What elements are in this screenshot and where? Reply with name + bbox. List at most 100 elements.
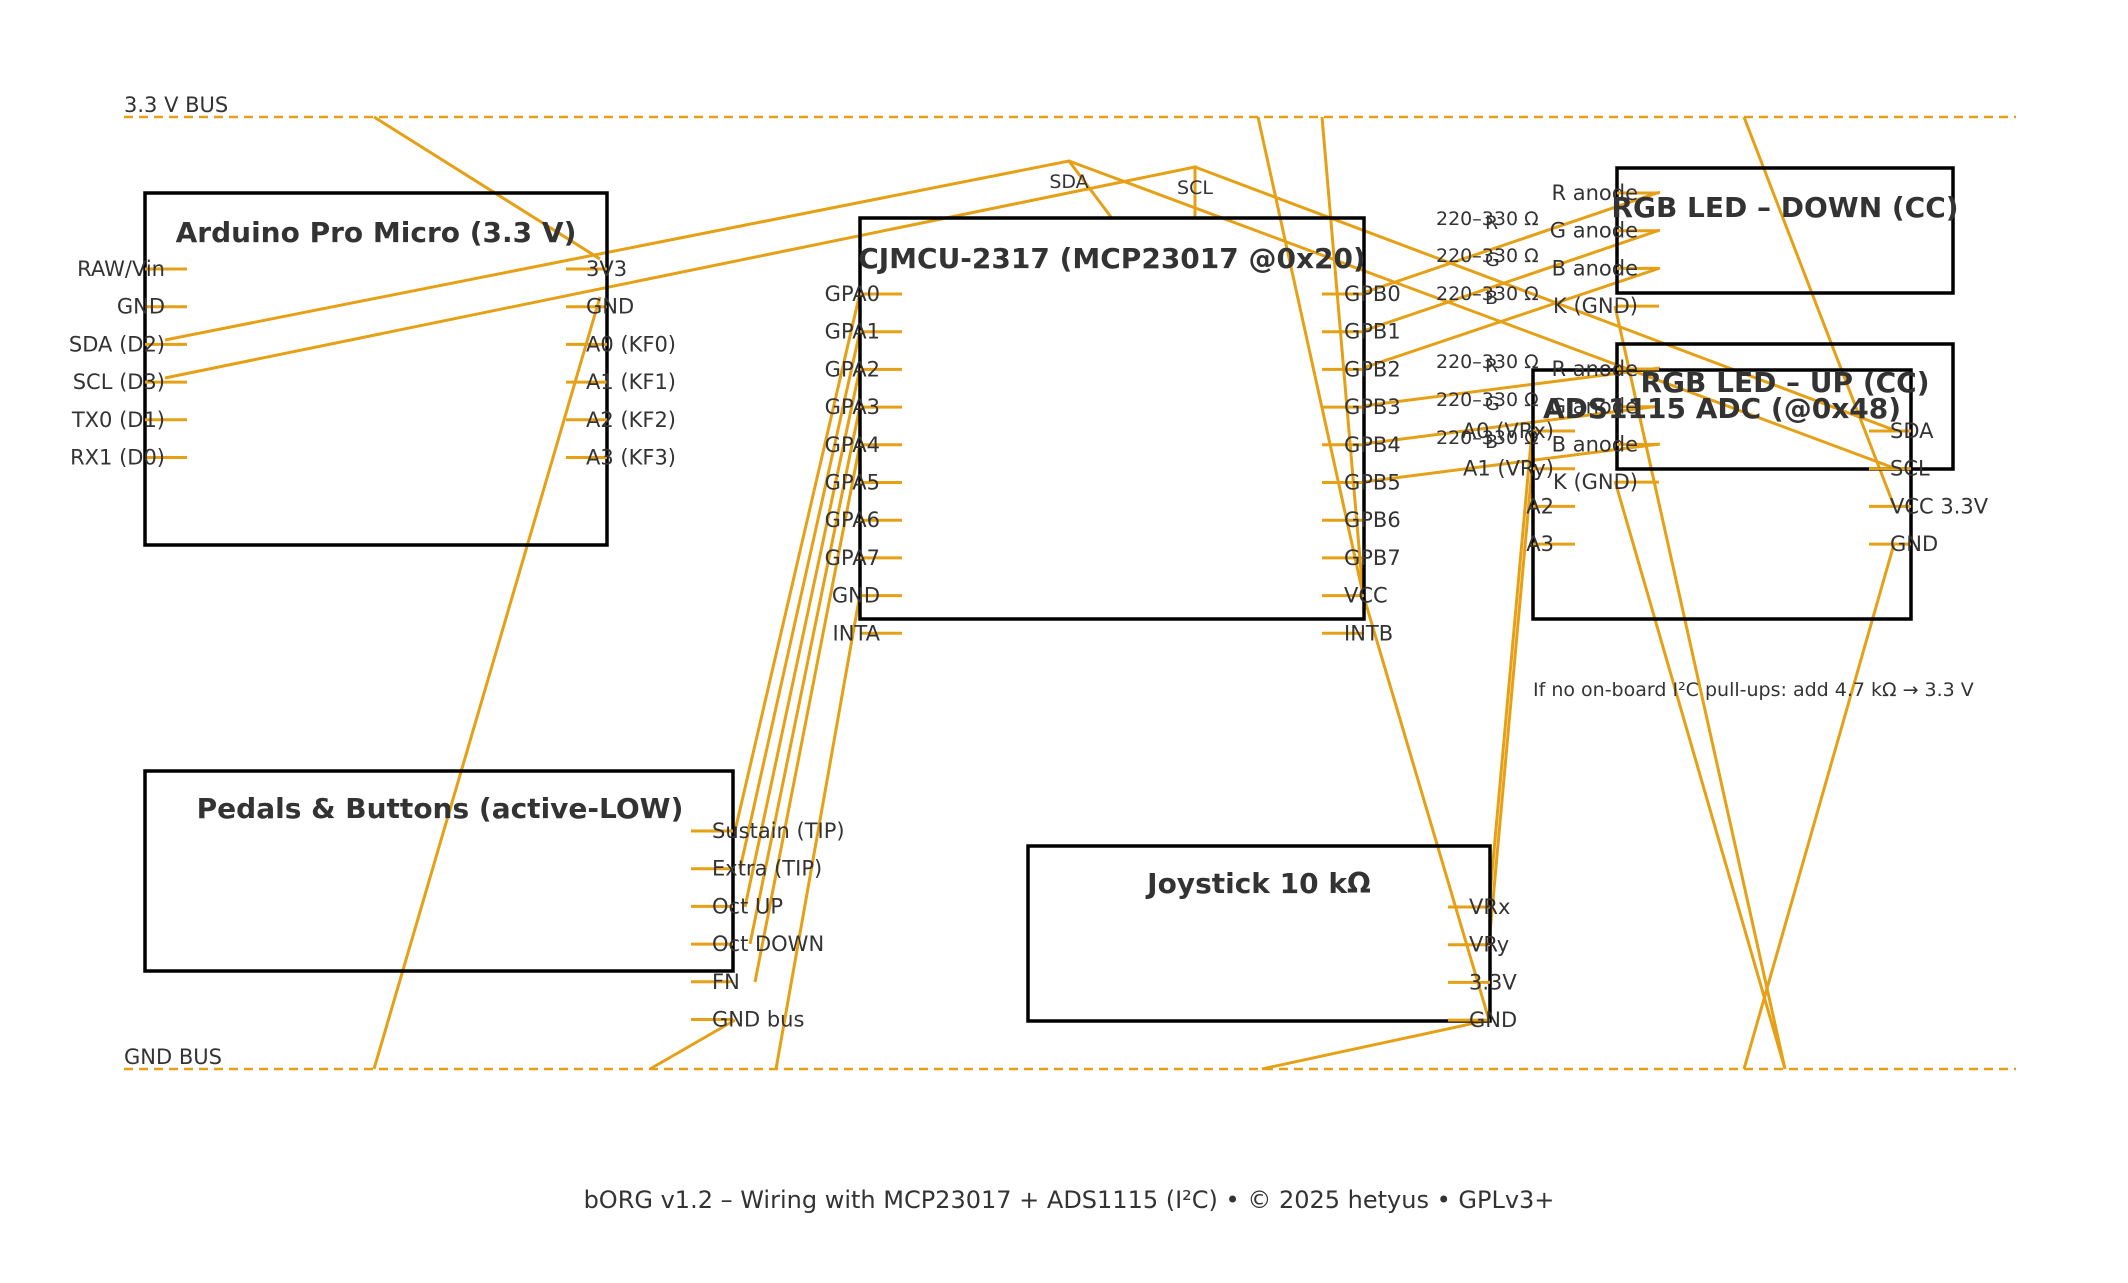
pedals-pin-label-2: Oct UP (712, 894, 783, 918)
resistor-value-4: 220–330 Ω (1436, 389, 1539, 411)
mcp-right-label-7: GPB7 (1344, 546, 1401, 570)
ads-right-label-0: SDA (1890, 419, 1934, 443)
wire-gpa2-octup (743, 367, 862, 908)
resistor-value-3: 220–330 Ω (1436, 351, 1539, 373)
wire-gpa1-extra (738, 330, 862, 870)
pedals-pin-label-0: Sustain (TIP) (712, 819, 845, 843)
led-down-box (1615, 166, 1955, 295)
ads-left-label-3: A3 (1526, 532, 1554, 556)
wire-gpb4-up-g (1362, 404, 1661, 446)
ads-right-label-1: SCL (1890, 457, 1930, 481)
joystick-pin-label-0: VRx (1469, 895, 1510, 919)
wire-pedals-gnd (649, 1018, 736, 1071)
joystick-box (1026, 844, 1492, 1023)
pedals-box (143, 769, 735, 973)
arduino-right-label-2: A0 (KF0) (586, 332, 676, 356)
pedals-title: Pedals & Buttons (active-LOW) (197, 792, 684, 825)
pedals-pin-label-3: Oct DOWN (712, 932, 824, 956)
pedals-pin-label-1: Extra (TIP) (712, 857, 822, 881)
wire-ads-vcc (1742, 116, 1896, 507)
led-up-title: RGB LED – UP (CC) (1640, 366, 1929, 399)
pullup-note: If no on-board I²C pull-ups: add 4.7 kΩ … (1533, 679, 1974, 701)
resistor-channel-4: G (1485, 393, 1500, 415)
mcp-left-label-6: GPA6 (825, 508, 880, 532)
ads-left-label-1: A1 (VRy) (1463, 457, 1554, 481)
resistor-channel-2: B (1485, 287, 1498, 309)
led-down-pin-label-2: B anode (1552, 256, 1638, 280)
mcp-left-label-3: GPA3 (825, 395, 880, 419)
led-down-title: RGB LED – DOWN (CC) (1611, 191, 1958, 224)
arduino-title: Arduino Pro Micro (3.3 V) (176, 216, 577, 249)
mcp-title: CJMCU-2317 (MCP23017 @0x20) (858, 242, 1366, 275)
wire-joystick-gnd (1261, 1018, 1490, 1071)
resistor-value-0: 220–330 Ω (1436, 208, 1539, 230)
wire-gpb3-up-r (1362, 366, 1661, 408)
wire-gpb2-down-b (1362, 266, 1661, 370)
led-up-pin-label-1: G anode (1550, 395, 1638, 419)
power-bus-label: 3.3 V BUS (124, 93, 228, 117)
wire-gpa0-sustain (733, 292, 862, 832)
resistor-channel-5: B (1485, 431, 1498, 453)
mcp-left-label-1: GPA1 (825, 320, 880, 344)
led-up-pin-label-3: K (GND) (1553, 470, 1638, 494)
wire-gpb5-up-b (1362, 442, 1661, 484)
wire-led-down-gnd (1613, 305, 1787, 1070)
arduino-right-label-4: A2 (KF2) (586, 408, 676, 432)
mcp-right-label-8: VCC (1344, 584, 1388, 608)
arduino-right-label-5: A3 (KF3) (586, 446, 676, 470)
led-down-pin-label-3: K (GND) (1553, 294, 1638, 318)
arduino-right-label-3: A1 (KF1) (586, 370, 676, 394)
wire-mcp-gnd (774, 593, 862, 1070)
wire-led-up-gnd (1613, 480, 1787, 1070)
wire-gnd-arduino (372, 296, 602, 1070)
mcp-left-label-4: GPA4 (825, 433, 880, 457)
arduino-left-label-2: SDA (D2) (69, 332, 165, 356)
ads-right-label-3: GND (1890, 532, 1938, 556)
wire-sda-ads (1068, 159, 1895, 470)
mcp-right-label-9: INTB (1344, 621, 1393, 645)
arduino-left-label-4: TX0 (D1) (71, 408, 165, 432)
mcp-left-label-7: GPA7 (825, 546, 880, 570)
led-up-pin-label-2: B anode (1552, 432, 1638, 456)
wire-vry-a1 (1487, 468, 1534, 945)
ground-bus-label: GND BUS (124, 1045, 222, 1069)
resistor-channel-1: G (1485, 249, 1500, 271)
mcp-right-label-2: GPB2 (1344, 357, 1401, 381)
scl-label: SCL (1177, 177, 1213, 199)
mcp-right-label-5: GPB5 (1344, 471, 1401, 495)
arduino-box (143, 191, 609, 547)
footer-caption: bORG v1.2 – Wiring with MCP23017 + ADS11… (584, 1186, 1555, 1214)
sda-label: SDA (1049, 171, 1088, 193)
mcp-right-label-4: GPB4 (1344, 433, 1401, 457)
pedals-pin-label-4: FN (712, 970, 740, 994)
arduino-right-label-1: GND (586, 295, 634, 319)
wires (164, 115, 1896, 1071)
wire-scl-ads (1194, 165, 1895, 432)
wire-gpb0-down-r (1362, 190, 1661, 295)
ads-right-label-2: VCC 3.3V (1890, 494, 1989, 518)
mcp-right-label-1: GPB1 (1344, 320, 1401, 344)
joystick-title: Joystick 10 kΩ (1145, 867, 1371, 900)
led-down-pin-label-1: G anode (1550, 219, 1638, 243)
mcp-right-label-0: GPB0 (1344, 282, 1401, 306)
wire-ads-gnd (1742, 543, 1896, 1070)
arduino-left-label-1: GND (117, 295, 165, 319)
mcp-left-label-8: GND (832, 584, 880, 608)
mcp-left-label-5: GPA5 (825, 471, 880, 495)
resistor-value-2: 220–330 Ω (1436, 283, 1539, 305)
joystick-pin-label-3: GND (1469, 1008, 1517, 1032)
mcp-box (858, 216, 1366, 621)
wire-gpa3-octdown (748, 405, 862, 945)
led-up-pin-label-0: R anode (1551, 357, 1638, 381)
led-down-pin-label-0: R anode (1551, 181, 1638, 205)
resistor-value-5: 220–330 Ω (1436, 427, 1539, 449)
wire-3v3-arduino (373, 115, 601, 261)
joystick-pin-label-2: 3.3V (1469, 970, 1517, 994)
arduino-left-label-3: SCL (D3) (73, 370, 165, 394)
wire-gpa4-fn (753, 443, 862, 983)
arduino-left-label-0: RAW/Vin (77, 257, 165, 281)
wire-vrx-a0 (1487, 430, 1534, 907)
pedals-pin-label-5: GND bus (712, 1008, 804, 1032)
